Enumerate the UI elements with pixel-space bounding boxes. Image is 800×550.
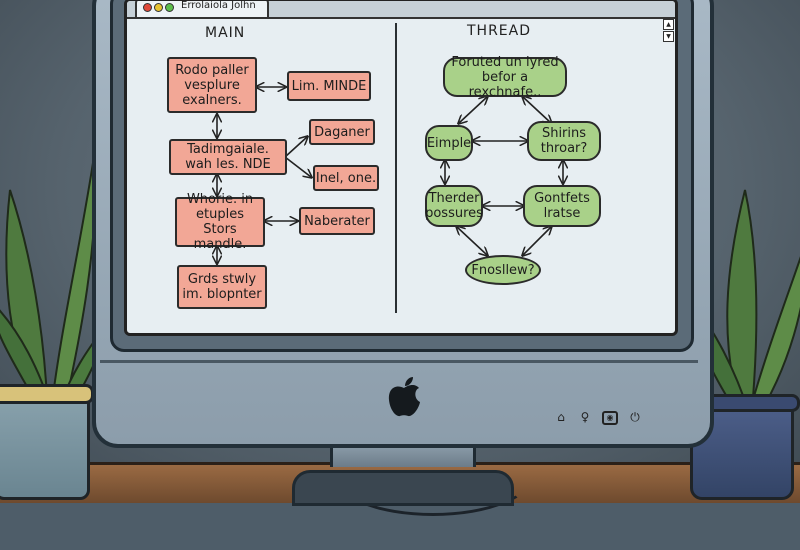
main-node-4: Daganer [309,119,375,145]
column-divider [395,23,397,313]
thread-node-4: Therder possures [425,185,483,227]
thread-node-6: Fnosllew? [465,255,541,285]
screen: Errolaiola Jolhn ▲ ▼ MAIN THREAD [124,0,678,336]
left-plant-pot [0,388,90,500]
left-plant-pot-rim [0,384,94,404]
minimize-window-icon[interactable] [154,3,163,12]
main-node-8: Grds stwly im. blopnter [177,265,267,309]
monitor-stand-base [292,470,514,506]
main-node-3: Tadimgaiale. wah les. NDE [169,139,287,175]
apple-logo-icon [388,377,420,417]
arrow-m3-m4 [284,137,307,158]
arrow-t5-t6 [523,227,551,255]
power-icon[interactable]: ⏻ [630,410,640,424]
browser-tab-title: Errolaiola Jolhn [181,0,256,11]
thread-node-2: Eimple [425,125,473,161]
eject-icon[interactable]: ◉ [602,411,618,425]
monitor-chin-line [100,360,698,363]
arrow-t1-t3 [523,97,551,123]
scroll-up-icon[interactable]: ▲ [663,19,674,30]
arrow-t4-t6 [457,227,487,255]
right-plant-leaves [690,189,800,411]
close-window-icon[interactable] [143,3,152,12]
browser-tab[interactable]: Errolaiola Jolhn [135,0,269,19]
maximize-window-icon[interactable] [165,3,174,12]
scroll-down-icon[interactable]: ▼ [663,31,674,42]
main-node-5: Inel, one. [313,165,379,191]
arrow-t1-t2 [459,97,487,123]
browser-tab-bar: Errolaiola Jolhn [127,1,675,19]
volume-icon[interactable]: ♀ [580,410,590,424]
main-column-title: MAIN [205,25,246,41]
diagram-arrows [127,1,675,333]
scrollbar[interactable]: ▲ ▼ [663,19,674,319]
thread-node-5: Gontfets lratse [523,185,601,227]
arrow-m3-m5 [284,156,311,177]
main-node-2: Lim. MINDE [287,71,371,101]
main-node-7: Naberater [299,207,375,235]
thread-node-1: Foruted un lyred befor a rexchnafe.. [443,55,567,100]
brightness-icon[interactable]: ⌂ [557,410,565,424]
thread-node-3: Shirins throar? [527,121,601,161]
thread-column-title: THREAD [467,23,532,39]
main-node-1: Rodo paller vesplure exalners. [167,57,257,113]
main-node-6: Whorie. in etuples Stors mandle. [175,192,265,252]
